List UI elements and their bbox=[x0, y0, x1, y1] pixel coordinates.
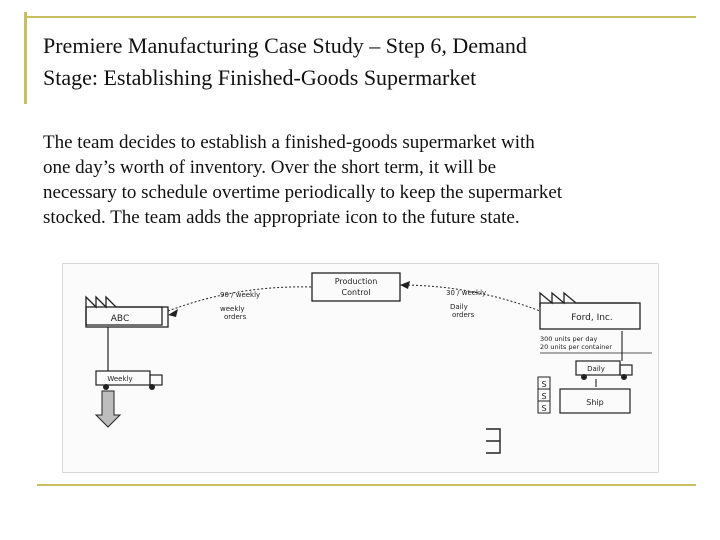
body-line-4: stocked. The team adds the appropriate i… bbox=[43, 207, 520, 228]
value-stream-sketch: Production Control ABC Ford, Inc. 90 / w… bbox=[62, 263, 659, 473]
supplier-factory-icon bbox=[85, 306, 169, 328]
production-control-box bbox=[311, 272, 401, 302]
forecast-left-label-1: 90 / weekly bbox=[220, 291, 260, 299]
forecast-right-label-2: Daily bbox=[450, 303, 468, 311]
value-stream-drawing: Production Control ABC Ford, Inc. 90 / w… bbox=[62, 263, 659, 473]
body-line-1: The team decides to establish a finished… bbox=[43, 132, 535, 153]
right-truck-label: Daily bbox=[587, 365, 605, 373]
partial-stock-icon bbox=[486, 428, 501, 454]
left-accent-rule bbox=[24, 12, 27, 104]
customer-factory-icon bbox=[539, 302, 641, 330]
left-truck-wheel-2 bbox=[149, 384, 155, 390]
customer-note-1: 300 units per day bbox=[540, 335, 597, 343]
shipment-arrow-down bbox=[94, 390, 122, 428]
supplier-label: ABC bbox=[111, 314, 129, 324]
slide-title: Premiere Manufacturing Case Study – Step… bbox=[43, 30, 693, 94]
production-control-label-1: Production bbox=[335, 277, 378, 286]
left-truck-label: Weekly bbox=[107, 375, 132, 383]
forecast-right-label-1: 30 / weekly bbox=[446, 289, 486, 297]
shipping-process-box bbox=[559, 388, 631, 414]
right-truck-wheel-1 bbox=[581, 374, 587, 380]
customer-note-2: 20 units per container bbox=[540, 343, 612, 351]
supermarket-slot-3 bbox=[537, 400, 551, 414]
production-control-label-2: Control bbox=[342, 288, 371, 297]
slide-body: The team decides to establish a finished… bbox=[43, 130, 703, 230]
supplier-factory-roof bbox=[85, 295, 163, 326]
left-truck-wheel-1 bbox=[103, 384, 109, 390]
top-accent-rule bbox=[24, 16, 696, 18]
supermarket-label-2: S bbox=[541, 392, 546, 401]
body-line-2: one day’s worth of inventory. Over the s… bbox=[43, 157, 497, 178]
bottom-accent-rule bbox=[37, 484, 696, 486]
forecast-left-label-3: orders bbox=[224, 313, 247, 321]
supplier-info-arrow bbox=[167, 286, 313, 312]
customer-factory-roof bbox=[539, 291, 636, 307]
title-line-2: Stage: Establishing Finished-Goods Super… bbox=[43, 65, 477, 90]
supermarket-label-1: S bbox=[541, 380, 546, 389]
body-line-3: necessary to schedule overtime periodica… bbox=[43, 182, 563, 203]
forecast-right-label-3: orders bbox=[452, 311, 475, 319]
customer-info-arrowhead bbox=[400, 281, 410, 289]
supplier-info-arrowhead bbox=[168, 309, 178, 317]
left-truck-cab bbox=[149, 374, 163, 386]
title-line-1: Premiere Manufacturing Case Study – Step… bbox=[43, 33, 527, 58]
right-truck-wheel-2 bbox=[621, 374, 627, 380]
customer-label: Ford, Inc. bbox=[571, 313, 613, 323]
shipping-label: Ship bbox=[586, 398, 603, 407]
supermarket-label-3: S bbox=[541, 404, 546, 413]
forecast-left-label-2: weekly bbox=[220, 305, 244, 313]
